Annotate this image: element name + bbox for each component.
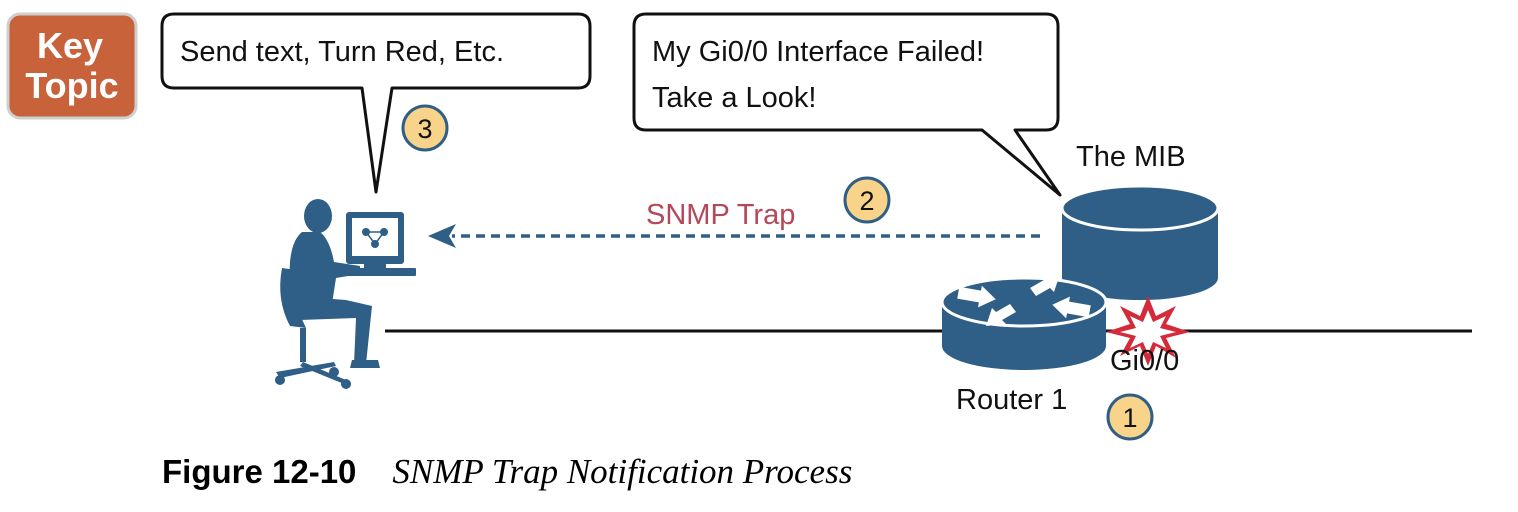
snmp-trap-arrow (428, 224, 1040, 248)
step-2-label: 2 (859, 186, 874, 216)
step-1-label: 1 (1122, 403, 1137, 433)
interface-label: Gi0/0 (1110, 345, 1179, 377)
router-callout-line1: My Gi0/0 Interface Failed! (652, 36, 984, 68)
figure-number: Figure 12-10 (162, 453, 357, 490)
key-topic-line1: Key (37, 25, 103, 66)
router-icon (940, 274, 1108, 370)
router-callout-line2: Take a Look! (652, 82, 816, 114)
mib-database-icon (1060, 184, 1220, 300)
figure-caption: Figure 12-10 SNMP Trap Notification Proce… (162, 452, 852, 492)
step-3-badge: 3 (401, 104, 449, 152)
key-topic-badge: Key Topic (6, 12, 138, 120)
snmp-trap-label: SNMP Trap (646, 199, 795, 231)
step-2-badge: 2 (843, 176, 891, 224)
key-topic-line2: Topic (25, 65, 118, 106)
step-3-label: 3 (417, 114, 432, 144)
step-1-badge: 1 (1106, 393, 1154, 441)
interface-failure-burst (1106, 296, 1190, 366)
user-callout-text: Send text, Turn Red, Etc. (180, 36, 504, 68)
admin-workstation-icon (275, 199, 416, 389)
figure-title: SNMP Trap Notification Process (392, 452, 853, 491)
router-callout: My Gi0/0 Interface Failed! Take a Look! (632, 12, 1062, 197)
mib-label: The MIB (1076, 141, 1186, 173)
user-callout: Send text, Turn Red, Etc. (160, 12, 592, 194)
router-label: Router 1 (956, 384, 1067, 416)
